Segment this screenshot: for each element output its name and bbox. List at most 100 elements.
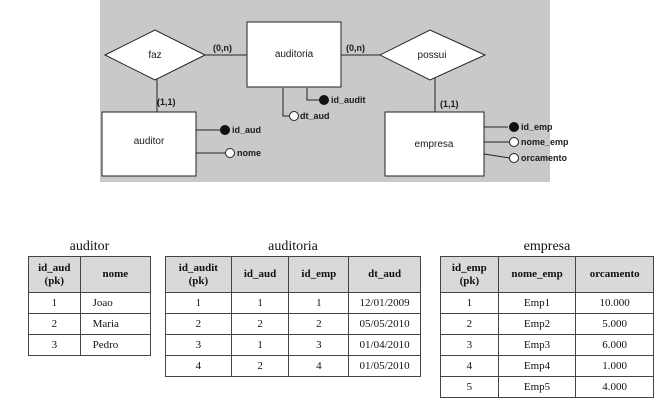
relationship-possui-label: possui	[418, 50, 447, 61]
table-cell: 4.000	[575, 376, 654, 398]
table-row: 1 1 1 12/01/2009	[165, 292, 421, 314]
line-orcamento	[483, 153, 511, 159]
table-auditor-caption: auditor	[69, 239, 110, 254]
column-header-id-emp: id_emp(pk)	[440, 256, 499, 293]
table-cell: 3	[440, 334, 499, 356]
table-cell: 1.000	[575, 355, 654, 377]
column-header-id-aud: id_aud(pk)	[28, 256, 81, 293]
table-header-row: id_emp(pk) nome_emp orcamento	[440, 256, 654, 293]
entity-auditoria-label: auditoria	[275, 49, 314, 60]
table-cell: 01/05/2010	[348, 355, 421, 377]
table-row: 5 Emp5 4.000	[440, 376, 654, 398]
cardinality-faz-auditoria: (0,n)	[213, 43, 232, 53]
table-cell: Emp3	[497, 334, 577, 356]
table-row: 3 Emp3 6.000	[440, 334, 654, 356]
entity-auditor-label: auditor	[134, 136, 165, 147]
table-cell: 4	[165, 355, 232, 377]
attribute-nome-label: nome	[237, 148, 261, 158]
table-cell: Emp1	[497, 292, 577, 314]
table-cell: 01/04/2010	[348, 334, 421, 356]
table-row: 2 Emp2 5.000	[440, 313, 654, 335]
table-cell: 05/05/2010	[348, 313, 421, 335]
table-cell: 6.000	[575, 334, 654, 356]
table-row: 2 Maria	[28, 313, 152, 335]
column-header-id-emp: id_emp	[288, 256, 350, 293]
table-row: 4 2 4 01/05/2010	[165, 355, 421, 377]
table-auditoria-caption: auditoria	[268, 239, 318, 254]
table-cell: 2	[230, 313, 290, 335]
table-cell: 1	[230, 334, 290, 356]
entity-auditoria-box	[246, 21, 342, 88]
table-row: 4 Emp4 1.000	[440, 355, 654, 377]
attribute-orcamento-label: orcamento	[521, 153, 568, 163]
table-empresa: id_emp(pk) nome_emp orcamento 1 Emp1 10.…	[440, 256, 654, 398]
attribute-nome-icon	[225, 148, 235, 158]
table-cell: 1	[288, 292, 350, 314]
attribute-id-aud-label: id_aud	[232, 125, 261, 135]
line-id-audit	[306, 88, 320, 101]
table-cell: 5	[440, 376, 499, 398]
column-header-nome-emp: nome_emp	[497, 256, 577, 293]
attribute-id-aud-key-icon	[220, 125, 230, 135]
table-empresa-block: empresa id_emp(pk) nome_emp orcamento 1 …	[440, 238, 654, 398]
table-cell: 4	[440, 355, 499, 377]
relationship-possui-shape	[378, 29, 487, 81]
table-row: 1 Joao	[28, 292, 152, 314]
relationship-faz-label: faz	[148, 50, 161, 61]
attribute-id-emp-label: id_emp	[521, 122, 553, 132]
relationship-faz-shape	[103, 29, 207, 81]
entity-auditor-box	[101, 111, 197, 177]
table-cell: 12/01/2009	[348, 292, 421, 314]
table-cell: 1	[230, 292, 290, 314]
column-header-orcamento: orcamento	[575, 256, 654, 293]
table-cell: 2	[288, 313, 350, 335]
table-row: 3 1 3 01/04/2010	[165, 334, 421, 356]
table-cell: 5.000	[575, 313, 654, 335]
table-auditoria-block: auditoria id_audit(pk) id_aud id_emp dt_…	[165, 238, 421, 377]
table-cell: 2	[28, 313, 81, 335]
table-cell: Emp2	[497, 313, 577, 335]
table-header-row: id_aud(pk) nome	[28, 256, 152, 293]
line-dt-aud	[282, 88, 290, 117]
table-cell: Emp5	[497, 376, 577, 398]
entity-empresa-box	[384, 111, 485, 177]
cardinality-faz-auditor: (1,1)	[157, 97, 176, 107]
column-header-id-audit: id_audit(pk)	[165, 256, 232, 293]
cardinality-possui-auditoria: (0,n)	[346, 43, 365, 53]
table-row: 2 2 2 05/05/2010	[165, 313, 421, 335]
table-header-row: id_audit(pk) id_aud id_emp dt_aud	[165, 256, 421, 293]
attribute-nome-emp-label: nome_emp	[521, 137, 569, 147]
table-cell: Pedro	[79, 334, 152, 356]
table-cell: 3	[288, 334, 350, 356]
table-cell: 10.000	[575, 292, 654, 314]
attribute-dt-aud-label: dt_aud	[300, 111, 330, 121]
table-cell: 1	[165, 292, 232, 314]
table-cell: 2	[230, 355, 290, 377]
table-cell: 2	[165, 313, 232, 335]
table-cell: 1	[28, 292, 81, 314]
table-cell: 2	[440, 313, 499, 335]
table-row: 3 Pedro	[28, 334, 152, 356]
table-auditor-block: auditor id_aud(pk) nome 1 Joao 2 Maria 3…	[28, 238, 152, 356]
table-cell: 1	[440, 292, 499, 314]
attribute-orcamento-icon	[509, 153, 519, 163]
cardinality-possui-empresa: (1,1)	[440, 99, 459, 109]
column-header-dt-aud: dt_aud	[348, 256, 421, 293]
entity-empresa-label: empresa	[415, 139, 454, 150]
table-auditoria: id_audit(pk) id_aud id_emp dt_aud 1 1 1 …	[165, 256, 421, 377]
attribute-dt-aud-icon	[289, 111, 299, 121]
attribute-id-emp-key-icon	[509, 122, 519, 132]
table-cell: 4	[288, 355, 350, 377]
column-header-id-aud: id_aud	[230, 256, 290, 293]
er-diagram: faz possui auditoria auditor empresa (0,…	[100, 0, 569, 182]
attribute-id-audit-key-icon	[319, 95, 329, 105]
table-cell: Maria	[79, 313, 152, 335]
table-cell: 3	[28, 334, 81, 356]
table-empresa-caption: empresa	[523, 239, 571, 254]
table-auditor: id_aud(pk) nome 1 Joao 2 Maria 3 Pedro	[28, 256, 152, 356]
attribute-nome-emp-icon	[509, 137, 519, 147]
table-cell: Joao	[79, 292, 152, 314]
table-row: 1 Emp1 10.000	[440, 292, 654, 314]
attribute-id-audit-label: id_audit	[331, 95, 366, 105]
table-cell: Emp4	[497, 355, 577, 377]
